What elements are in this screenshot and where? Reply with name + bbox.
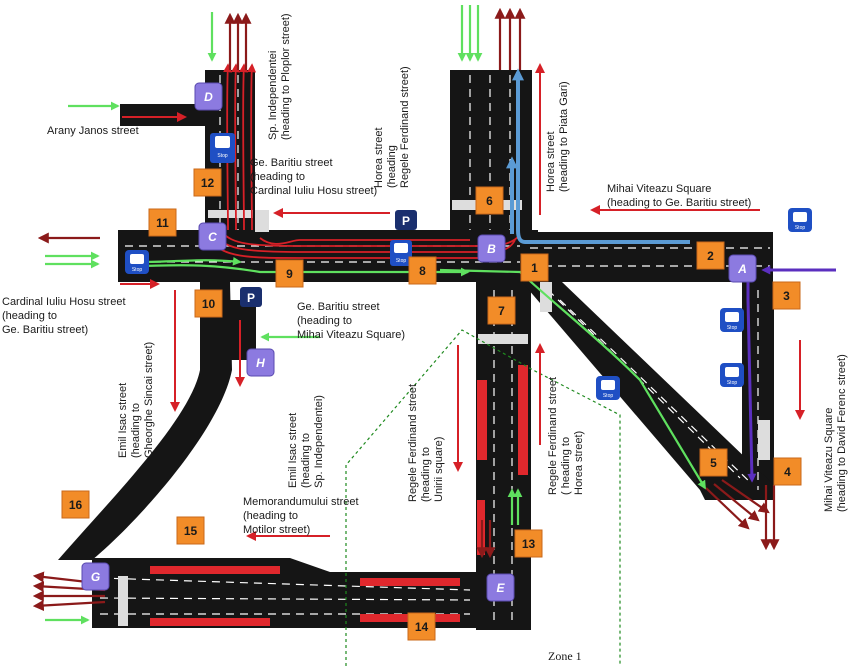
bus-stop-signs: Stop Stop Stop Stop Stop Stop: [125, 133, 812, 400]
blue-flow-arrows: [506, 68, 690, 244]
parking-sign: P: [395, 210, 417, 230]
label-horea-piata: Horea street (heading to Piata Gari): [545, 81, 570, 192]
svg-text:6: 6: [486, 194, 493, 208]
sensor-6[interactable]: 6: [475, 186, 504, 215]
node-C[interactable]: C: [198, 222, 227, 251]
bus-stop-icon: Stop: [596, 376, 620, 400]
road-network: [58, 70, 774, 630]
svg-text:8: 8: [419, 264, 426, 278]
road-diagonal: [522, 282, 774, 500]
svg-text:Stop: Stop: [217, 153, 228, 159]
parking-sign: P: [240, 287, 262, 307]
zone-1-label: Zone 1: [548, 649, 582, 663]
label-cardinal: Cardinal Iuliu Hosu street (heading to G…: [2, 296, 129, 336]
svg-text:Stop: Stop: [603, 393, 614, 399]
label-horea-regele: Horea street (heading Regele Ferdinand s…: [373, 66, 411, 188]
svg-text:7: 7: [498, 304, 505, 318]
sensor-markers: 1 2 3 4 5 6 7 8 9 10 11 12 13 14 15 16: [61, 168, 802, 641]
svg-text:G: G: [91, 570, 100, 584]
street-labels: Arany Janos street Sp. Independentei (he…: [2, 13, 848, 536]
svg-text:D: D: [204, 90, 213, 104]
svg-text:Stop: Stop: [396, 258, 407, 264]
label-arany-janos: Arany Janos street: [47, 125, 139, 137]
red-flow-arrows: [120, 63, 805, 541]
road-baritiu: [118, 230, 538, 282]
sensor-13[interactable]: 13: [514, 529, 543, 558]
svg-text:4: 4: [784, 465, 791, 479]
node-D[interactable]: D: [194, 82, 223, 111]
bus-stop-icon: Stop: [390, 240, 412, 266]
label-emil-sincai: Emil Isac street (heading to Gheorghe Si…: [117, 342, 155, 458]
svg-text:15: 15: [184, 524, 198, 538]
label-baritiu-top: Ge. Baritiu street (heading to Cardinal …: [250, 157, 377, 197]
purple-flow-arrows: [746, 265, 836, 483]
sensor-10[interactable]: 10: [194, 289, 223, 318]
svg-text:Stop: Stop: [795, 225, 806, 231]
svg-text:1: 1: [531, 261, 538, 275]
zone-1-boundary: [345, 329, 621, 666]
bus-stop-icon: Stop: [788, 208, 812, 232]
svg-text:16: 16: [69, 498, 83, 512]
sensor-2[interactable]: 2: [696, 241, 725, 270]
svg-text:A: A: [737, 262, 747, 276]
svg-text:9: 9: [286, 267, 293, 281]
road-arany-janos: [120, 104, 210, 126]
svg-text:13: 13: [522, 537, 536, 551]
label-baritiu-mid: Ge. Baritiu street (heading to Mihai Vit…: [297, 301, 405, 341]
svg-text:14: 14: [415, 620, 429, 634]
label-regele-unirii: Regele Ferdinand street (heading to Unir…: [407, 381, 445, 502]
svg-text:H: H: [256, 356, 265, 370]
svg-text:5: 5: [710, 456, 717, 470]
sensor-4[interactable]: 4: [773, 457, 802, 486]
sensor-7[interactable]: 7: [487, 296, 516, 325]
bus-stop-icon: Stop: [210, 133, 235, 163]
node-E[interactable]: E: [486, 573, 515, 602]
label-mihai-right: Mihai Viteazu Square (heading to David F…: [823, 354, 848, 512]
bus-stop-icon: Stop: [125, 250, 149, 274]
svg-text:B: B: [487, 242, 496, 256]
sensor-3[interactable]: 3: [772, 281, 801, 310]
sensor-12[interactable]: 12: [193, 168, 222, 197]
label-memorandumului: Memorandumului street (heading to Motilo…: [243, 496, 362, 536]
svg-text:10: 10: [202, 297, 216, 311]
sensor-5[interactable]: 5: [699, 448, 728, 477]
label-emil-indep: Emil Isac street (heading to Sp. Indepen…: [287, 395, 325, 488]
node-A[interactable]: A: [728, 254, 757, 283]
sensor-14[interactable]: 14: [407, 612, 436, 641]
svg-text:Stop: Stop: [132, 267, 143, 273]
svg-text:2: 2: [707, 249, 714, 263]
sensor-15[interactable]: 15: [176, 516, 205, 545]
sensor-1[interactable]: 1: [520, 253, 549, 282]
sensor-11[interactable]: 11: [148, 208, 177, 237]
sensor-16[interactable]: 16: [61, 490, 90, 519]
bus-stop-icon: Stop: [720, 308, 744, 332]
sensor-8[interactable]: 8: [408, 256, 437, 285]
svg-text:Stop: Stop: [727, 380, 738, 386]
node-B[interactable]: B: [477, 234, 506, 263]
bus-stop-icon: Stop: [720, 363, 744, 387]
road-memorandumului: [92, 558, 476, 628]
label-sp-independentei: Sp. Independentei (heading to Ploplor st…: [267, 13, 292, 140]
svg-text:Stop: Stop: [727, 325, 738, 331]
svg-text:3: 3: [783, 289, 790, 303]
svg-text:P: P: [247, 291, 255, 305]
intersection-nodes: D C B A H E G: [81, 82, 757, 602]
svg-text:P: P: [402, 214, 410, 228]
svg-text:12: 12: [201, 176, 215, 190]
node-H[interactable]: H: [246, 348, 275, 377]
label-regele-horea: Regele Ferdinand street ( heading to Hor…: [547, 374, 585, 495]
sensor-9[interactable]: 9: [275, 259, 304, 288]
svg-text:E: E: [496, 581, 505, 595]
svg-text:C: C: [208, 230, 217, 244]
node-G[interactable]: G: [81, 562, 110, 591]
svg-text:11: 11: [156, 216, 169, 230]
label-mihai-top: Mihai Viteazu Square (heading to Ge. Bar…: [607, 183, 751, 209]
